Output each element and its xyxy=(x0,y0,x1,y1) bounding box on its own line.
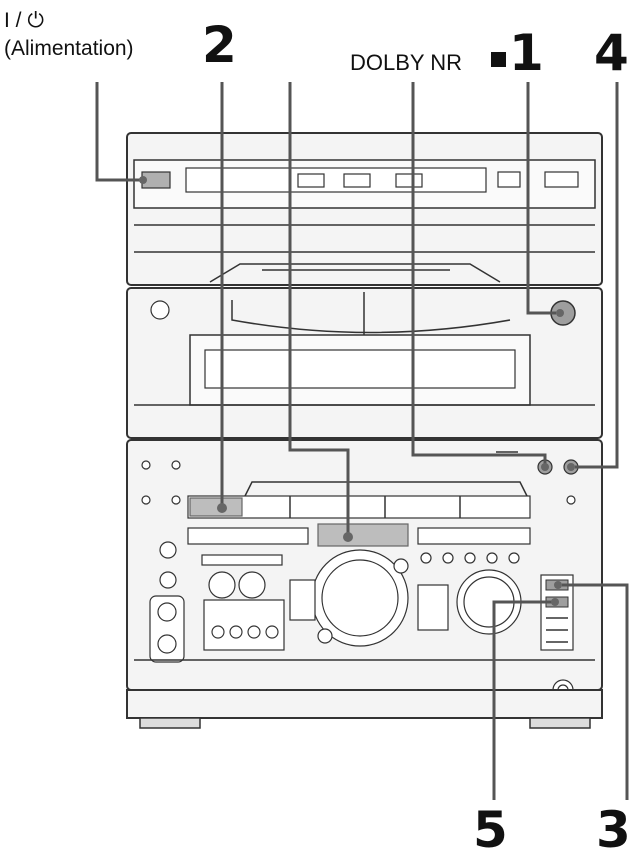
foot-left xyxy=(139,717,201,729)
power-symbol-label: I / ⏻ xyxy=(4,9,44,32)
callout-1: 1 xyxy=(509,24,544,82)
cd-window xyxy=(185,167,487,193)
function-button-highlight xyxy=(189,497,243,517)
dolby-nr-label: DOLBY NR xyxy=(350,50,462,75)
callout-line-5 xyxy=(492,600,552,800)
cd-section xyxy=(126,132,603,286)
callout-line-dolby xyxy=(411,82,547,467)
power-label: (Alimentation) xyxy=(4,37,134,60)
tape-eject-button xyxy=(150,300,170,320)
callout-2: 2 xyxy=(202,16,237,74)
callout-4: 4 xyxy=(594,24,629,82)
callout-3: 3 xyxy=(596,801,631,856)
stereo-device xyxy=(126,132,603,729)
cd-tray-slot xyxy=(209,263,501,283)
callout-line-center xyxy=(288,82,350,537)
function-bar xyxy=(187,495,531,519)
cd-button-b xyxy=(343,173,371,188)
callout-line-3 xyxy=(562,583,629,800)
callout-line-4 xyxy=(575,82,619,469)
cd-button-c xyxy=(395,173,423,188)
cd-button-a xyxy=(297,173,325,188)
cd-button-e xyxy=(544,171,579,188)
center-button-highlight xyxy=(317,523,409,547)
base xyxy=(126,689,603,719)
callout-line-power xyxy=(95,82,142,182)
cd-button-d xyxy=(497,171,521,188)
callout-line-1 xyxy=(526,82,556,315)
callout-5: 5 xyxy=(473,801,508,856)
callout-lines xyxy=(95,82,629,800)
foot-right xyxy=(529,717,591,729)
dolby-square-icon xyxy=(491,52,506,67)
